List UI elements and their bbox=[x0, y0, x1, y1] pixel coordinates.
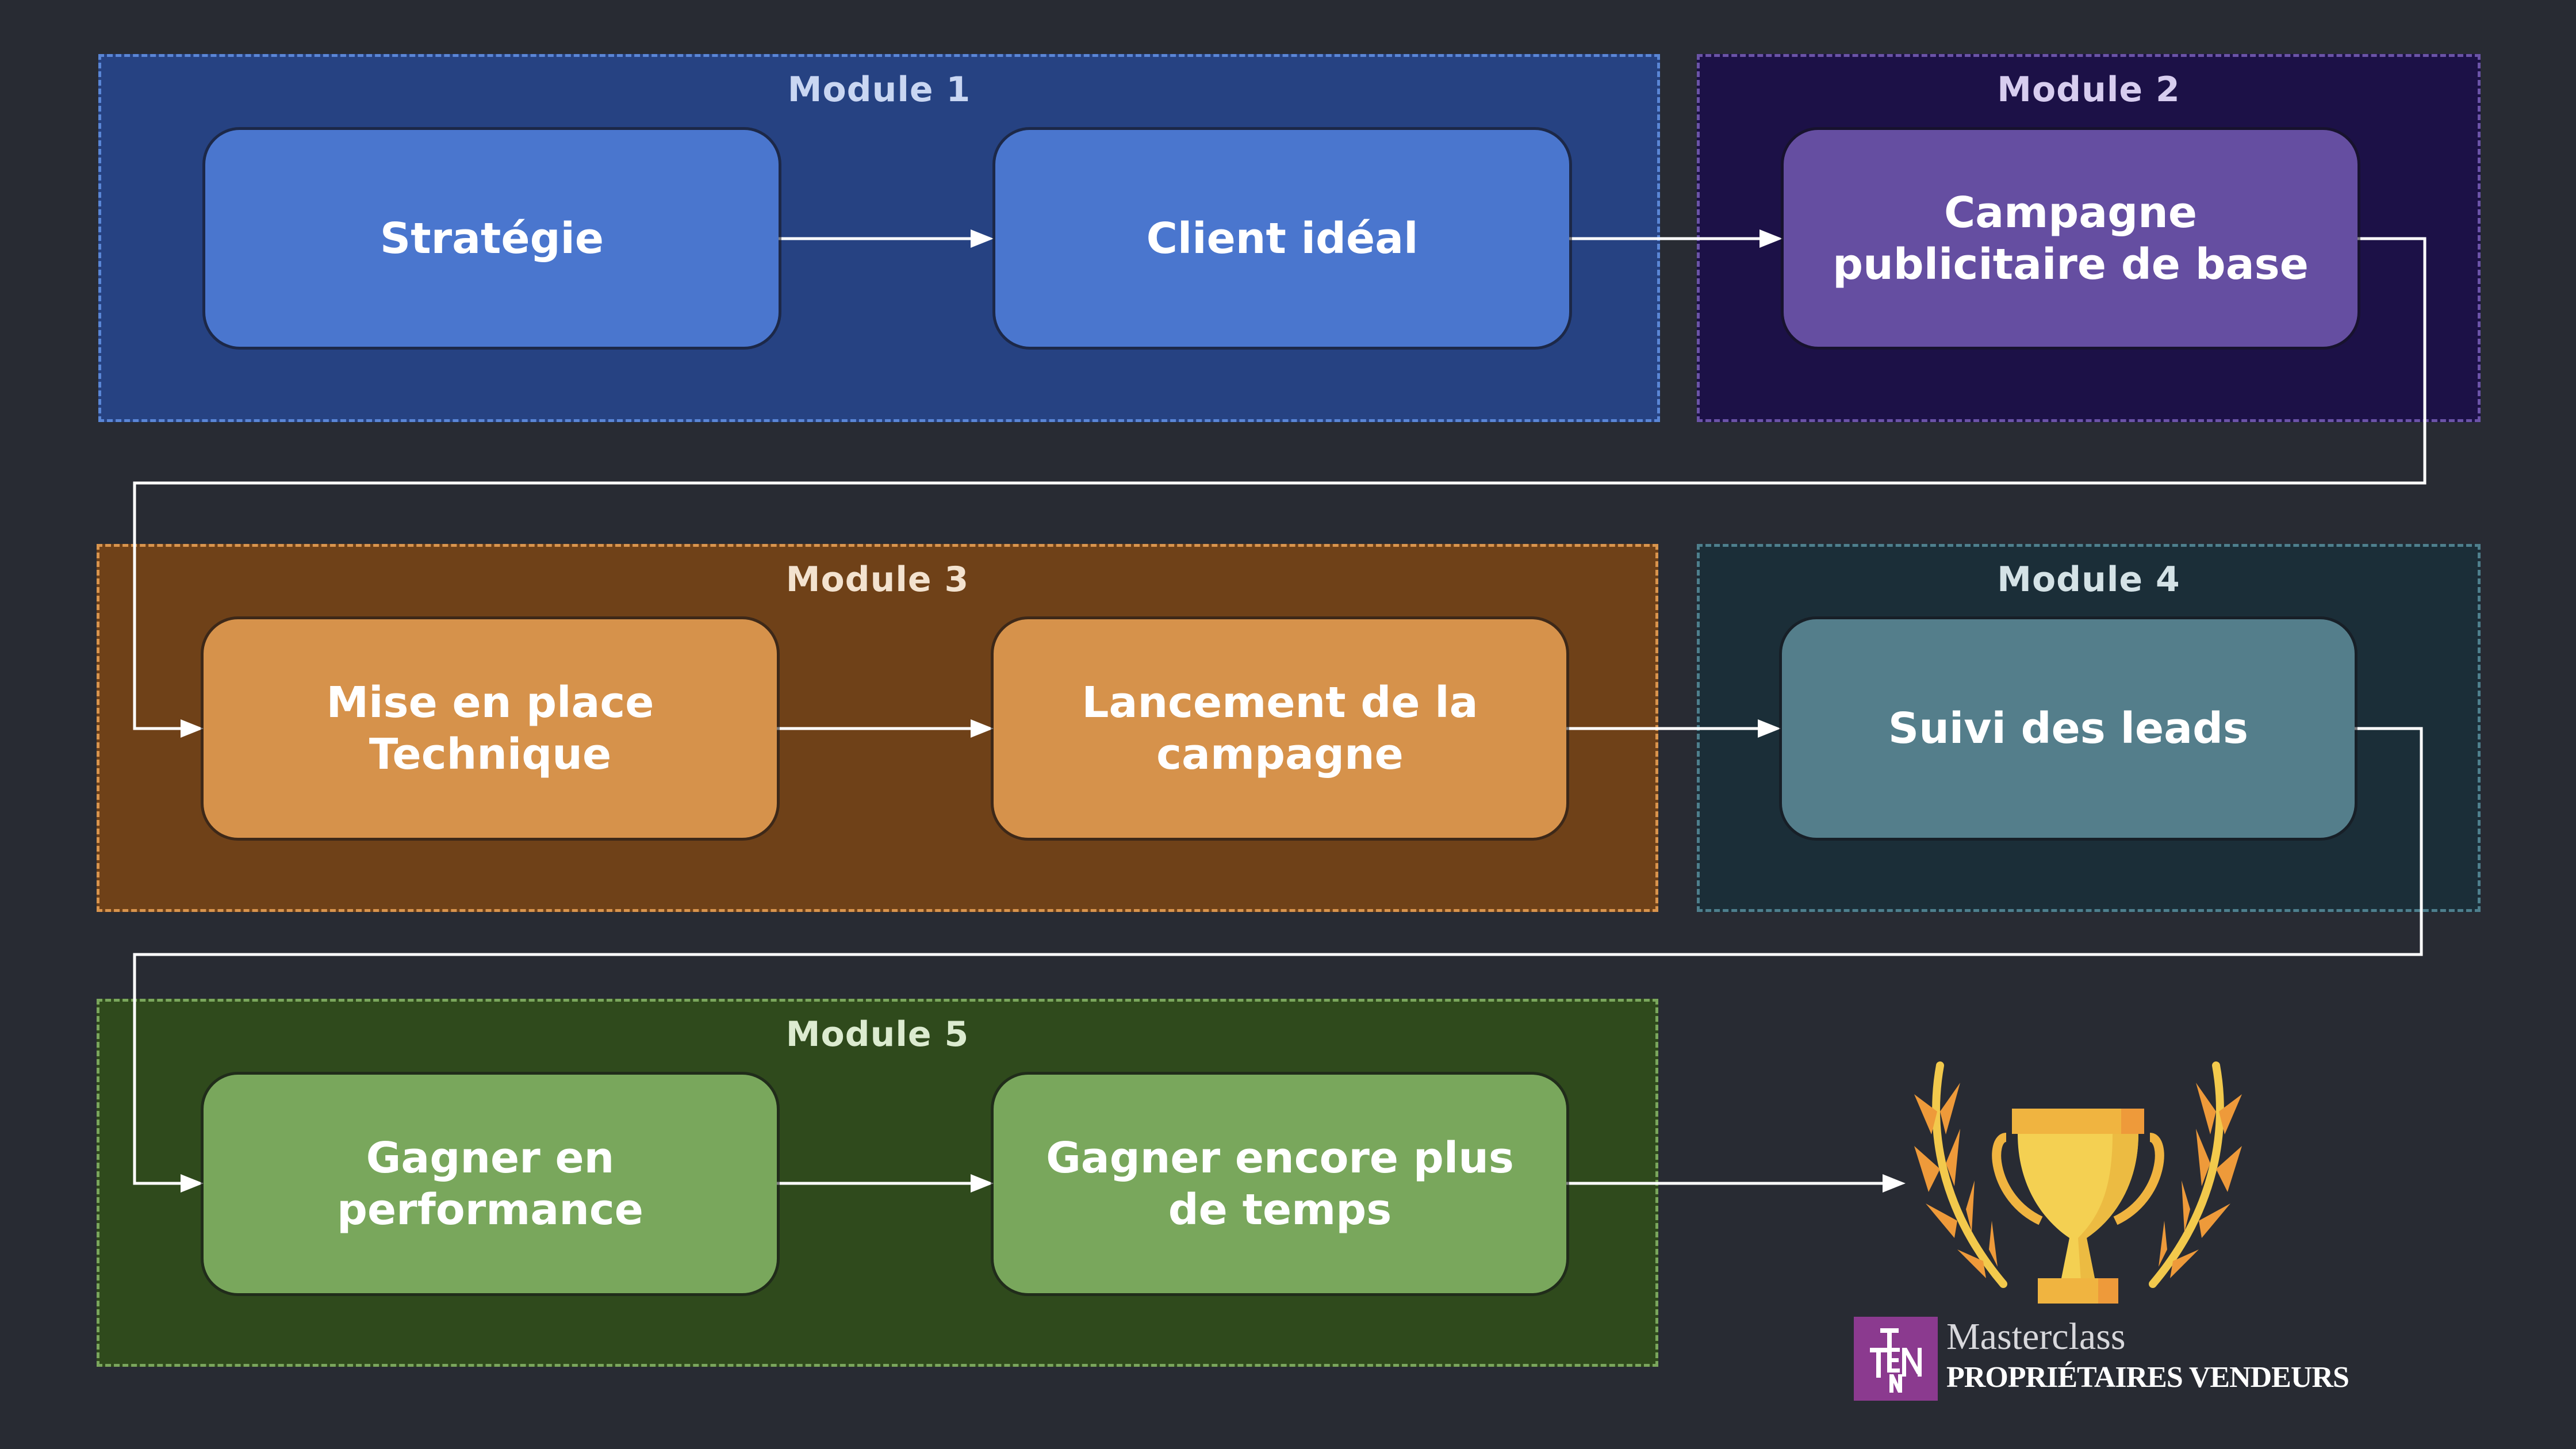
node-gagner-en-performance[interactable]: Gagner en performance bbox=[204, 1075, 777, 1293]
module-4-title: Module 4 bbox=[1997, 559, 2180, 600]
logo-line-masterclass: Masterclass bbox=[1946, 1316, 2126, 1358]
arrowhead-icon bbox=[1883, 1174, 1906, 1193]
ten-monogram-icon bbox=[1870, 1328, 1922, 1393]
connector-module2-to-module3 bbox=[133, 237, 2426, 730]
arrowhead-icon bbox=[971, 1174, 994, 1193]
node-suivi-des-leads[interactable]: Suivi des leads bbox=[1782, 619, 2355, 838]
arrowhead-icon bbox=[181, 1174, 204, 1193]
logo-line-proprietaires-vendeurs: PROPRIÉTAIRES VENDEURS bbox=[1946, 1361, 2349, 1394]
module-2-title: Module 2 bbox=[1997, 70, 2180, 110]
arrowhead-icon bbox=[971, 229, 994, 248]
module-1-title: Module 1 bbox=[787, 70, 971, 110]
logo-ten-monogram bbox=[1854, 1317, 1938, 1401]
arrowhead-icon bbox=[971, 719, 994, 738]
trophy-with-laurels-icon bbox=[1914, 1061, 2242, 1304]
arrowhead-icon bbox=[1759, 229, 1782, 248]
arrowhead-icon bbox=[1758, 719, 1781, 738]
module-5-title: Module 5 bbox=[785, 1014, 969, 1055]
connector-module4-to-module5 bbox=[133, 727, 2423, 1185]
node-client-ideal[interactable]: Client idéal bbox=[995, 130, 1569, 347]
node-mise-en-place-technique[interactable]: Mise en place Technique bbox=[204, 619, 777, 838]
node-gagner-encore-plus[interactable]: Gagner encore plus de temps bbox=[994, 1075, 1566, 1293]
node-lancement-campagne[interactable]: Lancement de la campagne bbox=[994, 619, 1566, 838]
laurel-left-icon bbox=[1914, 1061, 2007, 1288]
node-strategie[interactable]: Stratégie bbox=[205, 130, 779, 347]
laurel-right-icon bbox=[2149, 1061, 2242, 1288]
node-campagne-publicitaire[interactable]: Campagne publicitaire de base bbox=[1784, 130, 2358, 347]
arrowhead-icon bbox=[181, 719, 204, 738]
module-3-title: Module 3 bbox=[785, 559, 969, 600]
